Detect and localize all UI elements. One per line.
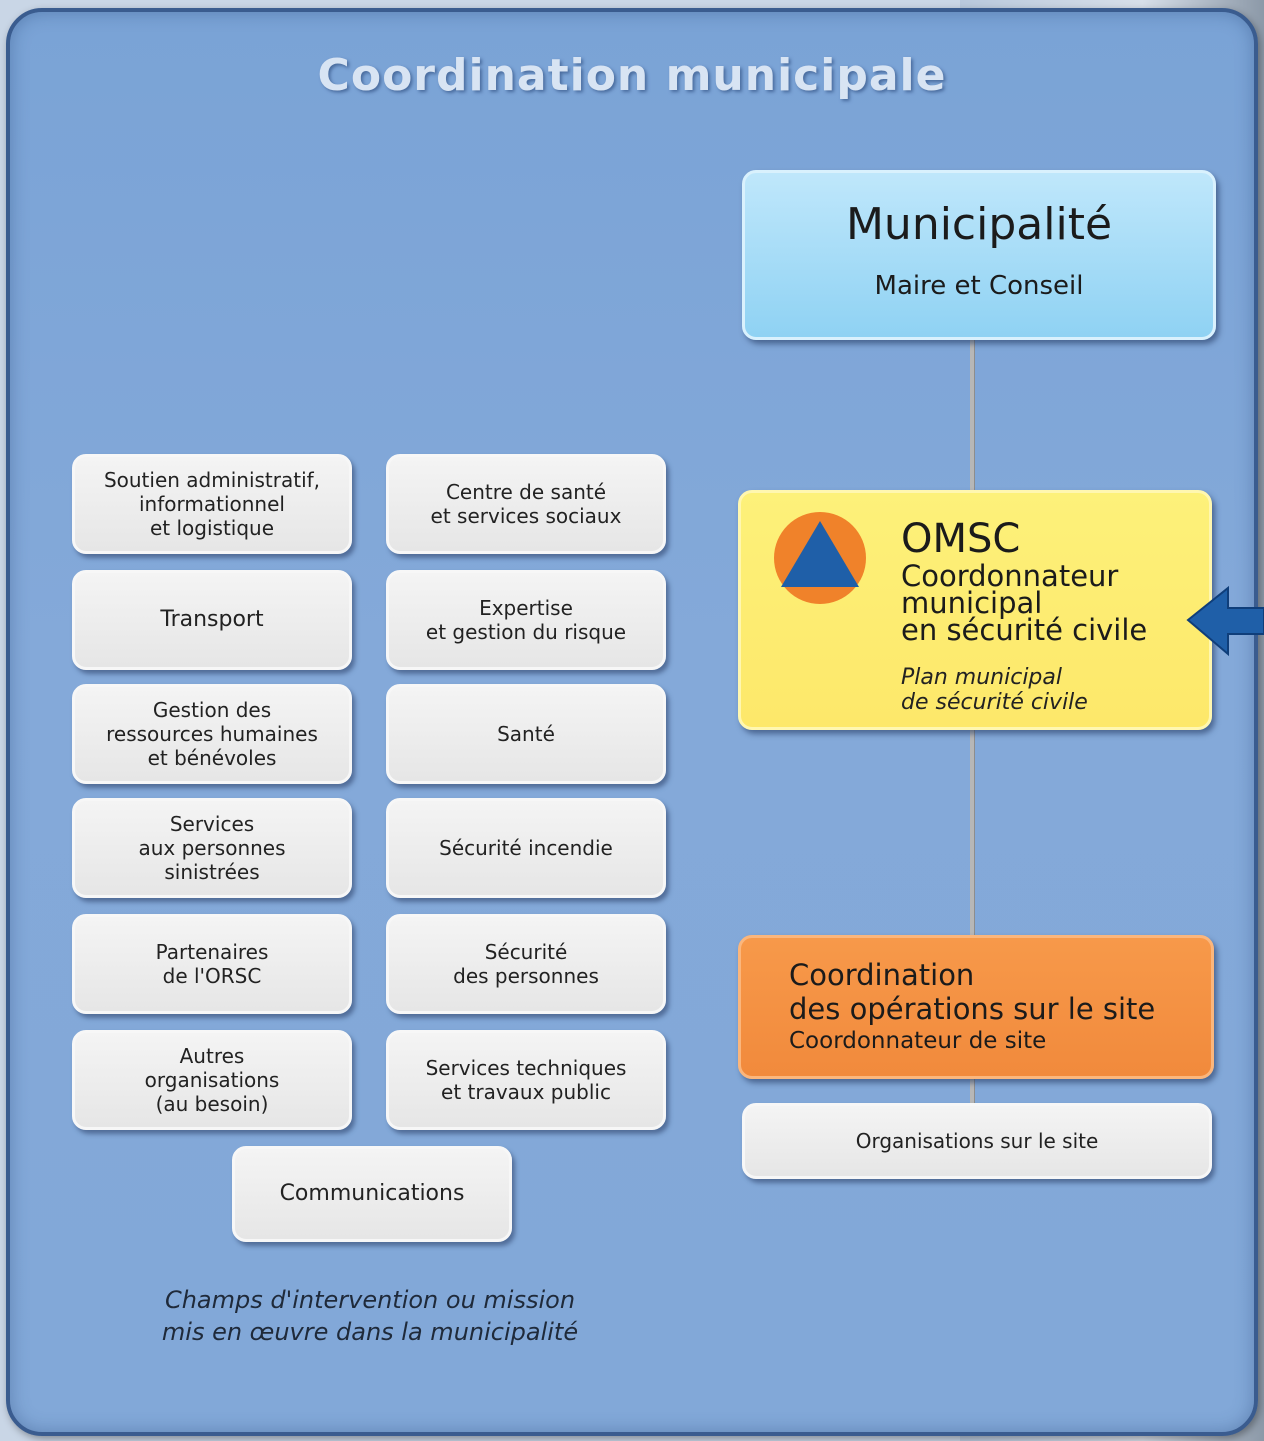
mission-box-services-sinistrees: Services aux personnes sinistrées bbox=[72, 798, 352, 898]
municipalite-subtitle: Maire et Conseil bbox=[874, 271, 1084, 301]
connector-coordination-organisations bbox=[970, 1079, 974, 1105]
diagram-caption: Champs d'intervention ou mission mis en … bbox=[161, 1286, 579, 1346]
mission-box-expertise-risque: Expertise et gestion du risque bbox=[386, 570, 666, 670]
municipalite-title: Municipalité bbox=[845, 199, 1113, 250]
left-arrow-icon bbox=[1186, 585, 1264, 657]
mission-box-communications: Communications bbox=[232, 1146, 512, 1242]
omsc-box: OMSC Coordonnateur municipal en sécurité… bbox=[738, 490, 1212, 730]
omsc-subtitle: Coordonnateur municipal en sécurité civi… bbox=[901, 559, 1148, 647]
connector-omsc-coordination bbox=[970, 730, 974, 937]
mission-box-transport: Transport bbox=[72, 570, 352, 670]
connector-municipalite-omsc bbox=[970, 340, 974, 492]
mission-box-securite-incendie: Sécurité incendie bbox=[386, 798, 666, 898]
mission-box-centre-sante: Centre de santé et services sociaux bbox=[386, 454, 666, 554]
coordination-site-subtitle: Coordonnateur de site bbox=[789, 1028, 1047, 1054]
mission-box-services-techniques: Services techniques et travaux public bbox=[386, 1030, 666, 1130]
omsc-title: OMSC bbox=[901, 516, 1021, 562]
mission-box-securite-personnes: Sécurité des personnes bbox=[386, 914, 666, 1014]
coordination-site-box: Coordination des opérations sur le site … bbox=[738, 935, 1214, 1079]
mission-box-gestion-ressources: Gestion des ressources humaines et bénév… bbox=[72, 684, 352, 784]
municipalite-box: Municipalité Maire et Conseil bbox=[742, 170, 1216, 340]
mission-box-sante: Santé bbox=[386, 684, 666, 784]
mission-box-soutien-administratif: Soutien administratif, informationnel et… bbox=[72, 454, 352, 554]
coordination-site-title: Coordination des opérations sur le site bbox=[789, 958, 1156, 1026]
mission-box-partenaires-orsc: Partenaires de l'ORSC bbox=[72, 914, 352, 1014]
civil-protection-triangle-icon bbox=[774, 512, 866, 604]
omsc-plan: Plan municipal de sécurité civile bbox=[901, 665, 1088, 715]
organisations-site-box: Organisations sur le site bbox=[742, 1103, 1212, 1179]
diagram-title: Coordination municipale bbox=[317, 50, 947, 101]
mission-box-autres-organisations: Autres organisations (au besoin) bbox=[72, 1030, 352, 1130]
